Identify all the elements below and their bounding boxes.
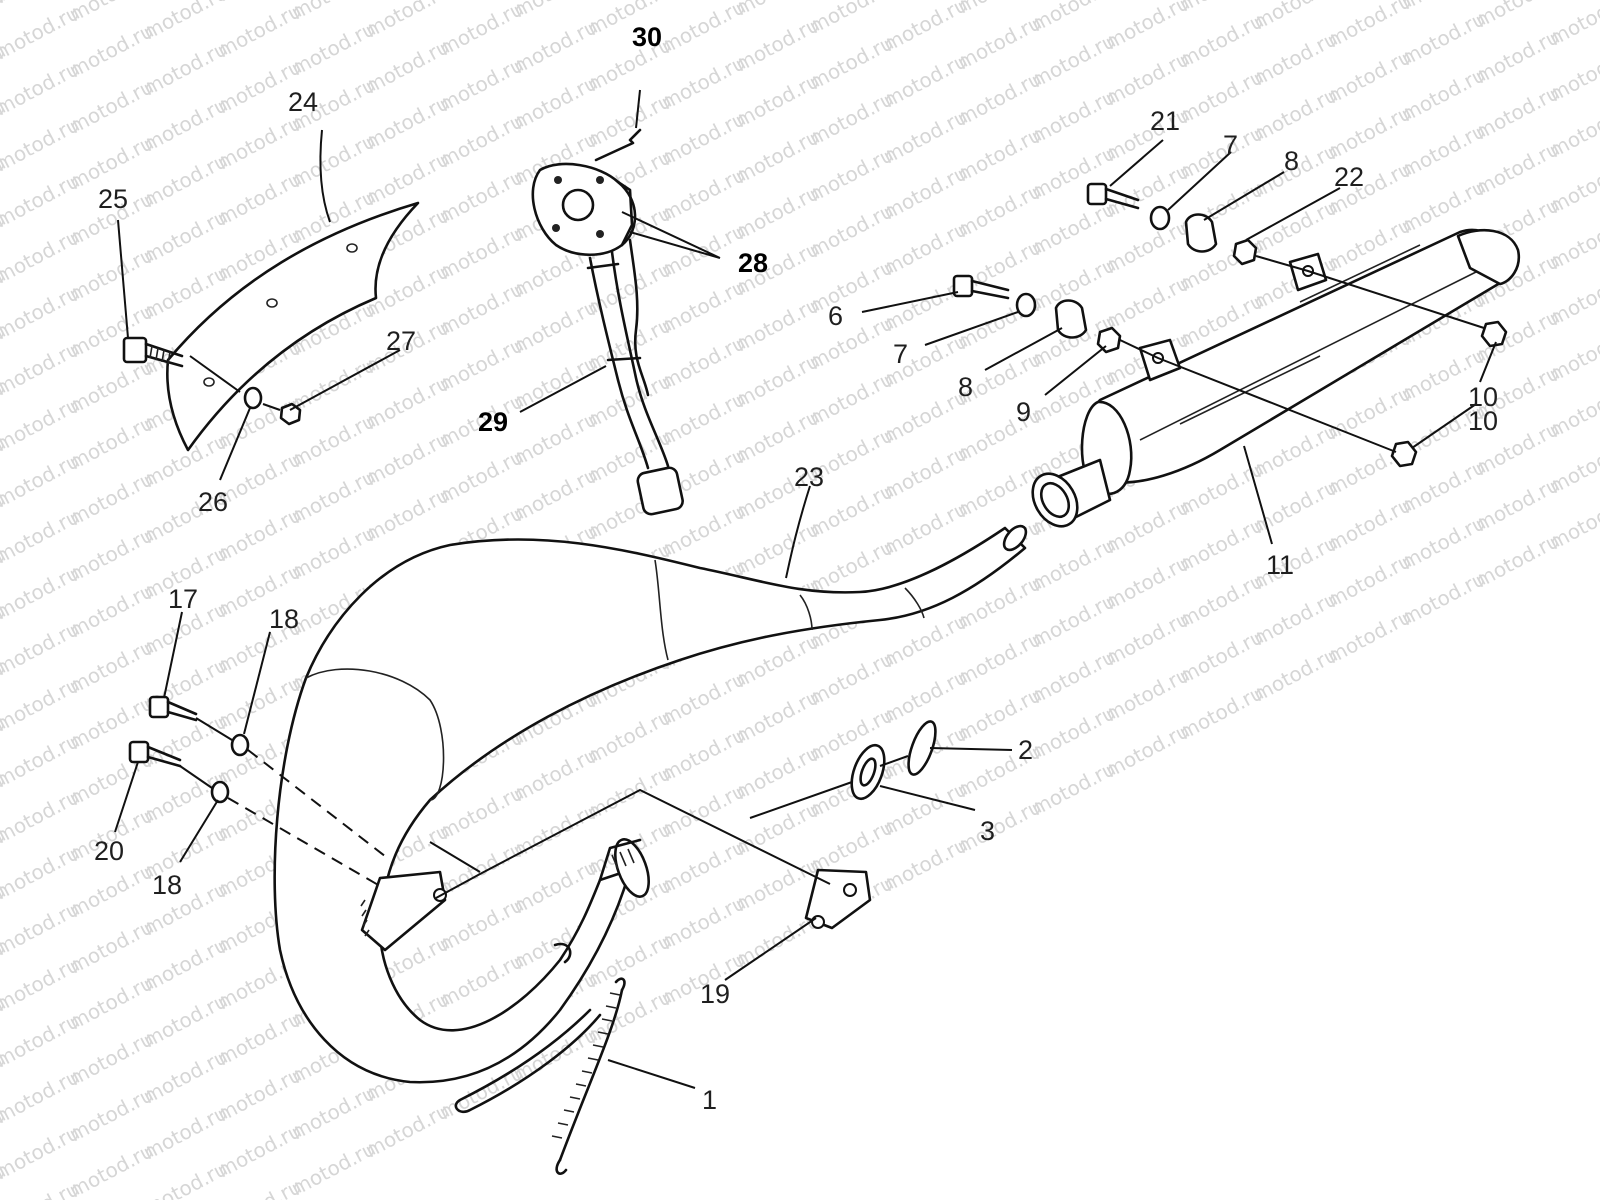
bolt-25 bbox=[122, 336, 184, 368]
nut-27 bbox=[279, 402, 302, 426]
gasket-3 bbox=[850, 743, 886, 801]
watermark-text: motod.ru bbox=[1101, 0, 1193, 54]
watermark-text: motod.ru bbox=[1545, 154, 1600, 218]
callout-23: 23 bbox=[794, 462, 824, 492]
bush-22 bbox=[1232, 238, 1258, 266]
callout-20: 20 bbox=[94, 836, 124, 866]
callout-24: 24 bbox=[288, 87, 318, 117]
callout-25: 25 bbox=[98, 184, 128, 214]
nut-10-upper bbox=[1480, 320, 1508, 348]
callout-28: 28 bbox=[738, 248, 768, 278]
callout-9: 9 bbox=[1016, 397, 1031, 427]
bolt-20 bbox=[128, 740, 182, 768]
watermark-text: motod.ru bbox=[1545, 98, 1600, 162]
bolt-21 bbox=[1086, 182, 1140, 210]
washer-7-upper bbox=[1149, 205, 1171, 231]
bolt-17 bbox=[148, 695, 198, 722]
leader-lines bbox=[114, 129, 1497, 1089]
watermark-text: motod.ru bbox=[1545, 266, 1600, 330]
callout-8-upper: 8 bbox=[1284, 146, 1299, 176]
bush-9 bbox=[1096, 326, 1122, 354]
watermark-text: motod.ru bbox=[1545, 322, 1600, 386]
callout-7-upper: 7 bbox=[1223, 130, 1238, 160]
callout-6: 6 bbox=[828, 301, 843, 331]
heat-shield bbox=[166, 201, 420, 452]
callout-30: 30 bbox=[632, 22, 662, 52]
callout-3: 3 bbox=[980, 816, 995, 846]
watermark-text: motod.ru bbox=[1545, 378, 1600, 442]
watermark-text: motod.ru bbox=[1545, 490, 1600, 554]
callout-2: 2 bbox=[1018, 735, 1033, 765]
washer-18-upper bbox=[230, 733, 250, 757]
callout-17: 17 bbox=[168, 584, 198, 614]
callout-7-lower: 7 bbox=[893, 339, 908, 369]
drain-hose-29 bbox=[586, 238, 684, 516]
watermark-text: motod.ru bbox=[879, 0, 971, 56]
watermark-text: motod.ru bbox=[1545, 210, 1600, 274]
watermark-text: motod.ru bbox=[0, 1158, 9, 1200]
callout-19: 19 bbox=[700, 979, 730, 1009]
callout-10-upper: 10 bbox=[1468, 382, 1498, 412]
callout-27: 27 bbox=[386, 326, 416, 356]
callout-29: 29 bbox=[478, 407, 508, 437]
exhaust-flange-28 bbox=[531, 162, 637, 256]
grommet-8-upper bbox=[1184, 213, 1218, 253]
callout-8-lower: 8 bbox=[958, 372, 973, 402]
bolt-6 bbox=[952, 274, 1010, 300]
nut-10-lower bbox=[1390, 440, 1418, 468]
callout-11: 11 bbox=[1266, 550, 1294, 580]
callout-22: 22 bbox=[1334, 162, 1364, 192]
washer-18-lower bbox=[210, 780, 230, 804]
washer-26 bbox=[243, 386, 263, 410]
callout-26: 26 bbox=[198, 487, 228, 517]
muffler-11 bbox=[1031, 228, 1521, 528]
grommet-8-lower bbox=[1054, 299, 1088, 339]
callout-10-lower: 10 bbox=[1468, 406, 1498, 436]
washer-7-lower bbox=[1015, 292, 1037, 318]
callout-21: 21 bbox=[1150, 106, 1180, 136]
screw-30 bbox=[594, 128, 642, 162]
watermark-text: motod.ru bbox=[1545, 434, 1600, 498]
watermark-text: motod.ru bbox=[1545, 42, 1600, 106]
callout-18-upper: 18 bbox=[269, 604, 299, 634]
callout-1: 1 bbox=[702, 1085, 717, 1115]
spring-1 bbox=[551, 977, 626, 1175]
gasket-2 bbox=[907, 720, 937, 776]
callout-18-lower: 18 bbox=[152, 870, 182, 900]
expansion-chamber-23 bbox=[273, 524, 1028, 1084]
watermark-text: motod.ru bbox=[1545, 0, 1600, 50]
callout-labels: 1 2 3 6 7 7 8 8 9 10 10 11 17 18 18 19 2… bbox=[94, 22, 1498, 1115]
